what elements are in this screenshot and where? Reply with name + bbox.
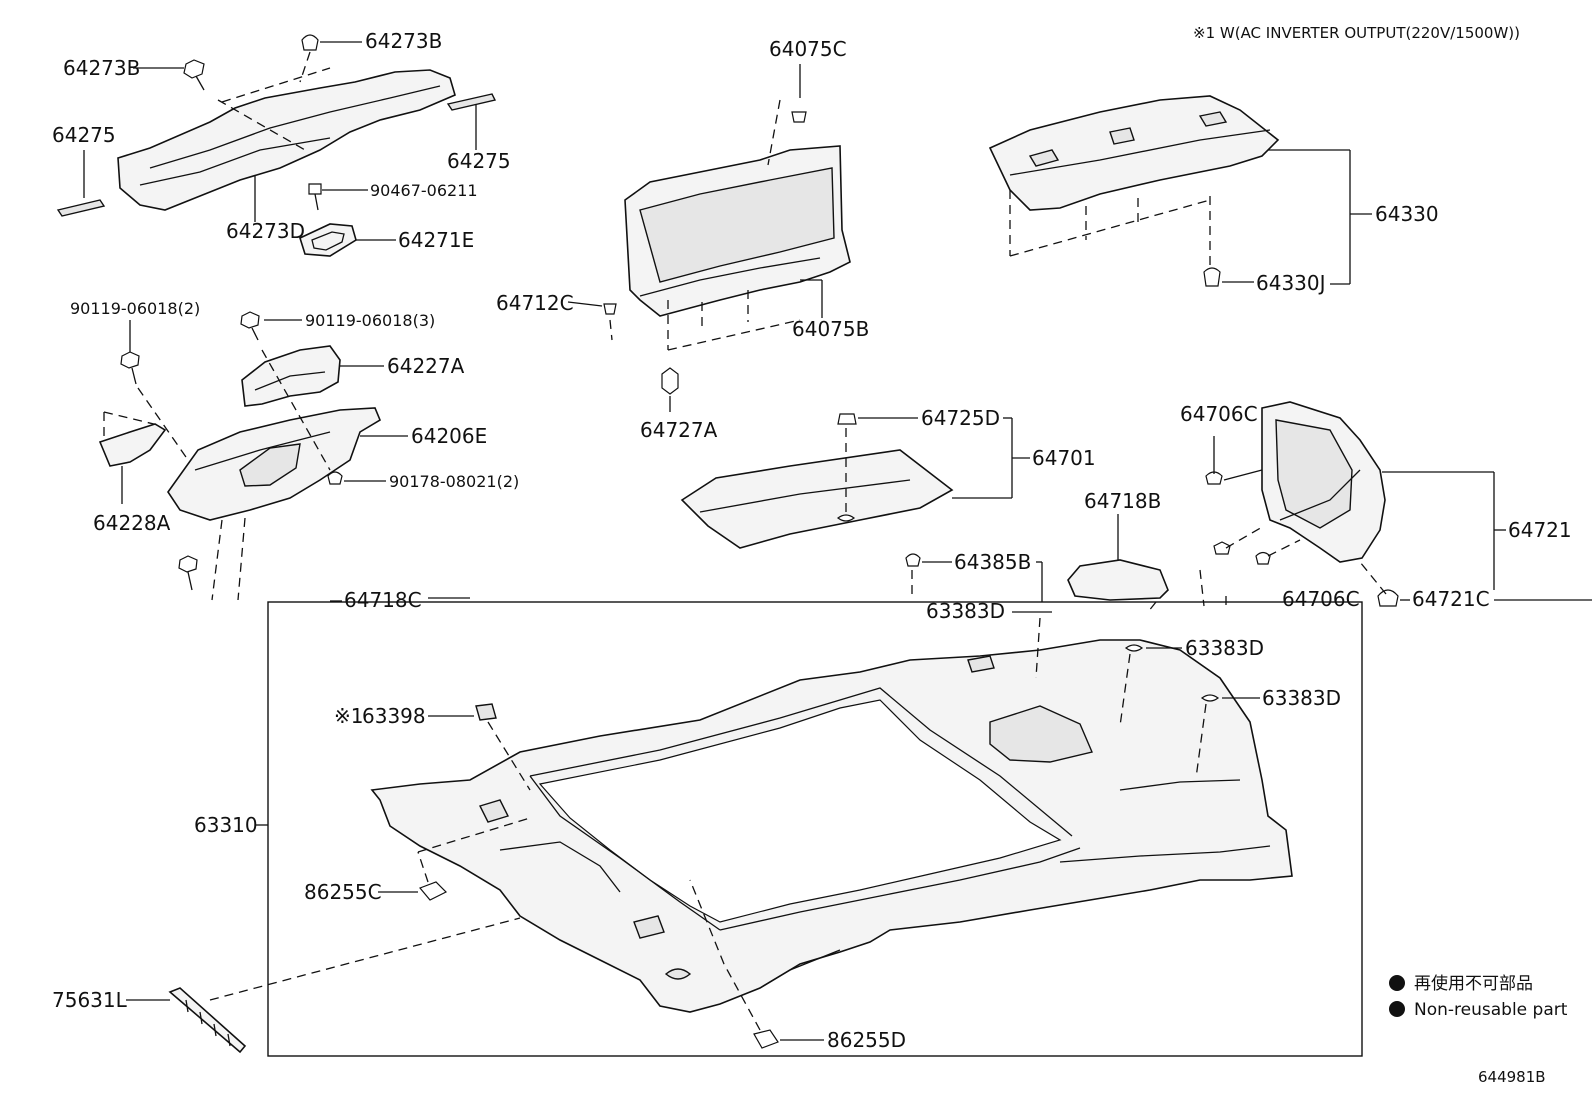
- group-64075B: 64075C 64712C 64075B 64727A: [496, 37, 869, 442]
- label-64385B: 64385B: [954, 550, 1031, 574]
- label-64275-right: 64275: [447, 149, 511, 173]
- group-64273D: 64273B 64273B 64275 64275 64273D 90467-0…: [52, 29, 511, 257]
- label-64718C: 64718C: [344, 588, 422, 612]
- inverter-note: ※1 W(AC INVERTER OUTPUT(220V/1500W)): [1193, 24, 1520, 42]
- label-64206E: 64206E: [411, 424, 487, 448]
- diagram-code: 644981B: [1478, 1068, 1546, 1086]
- label-63383D-mid: 63383D: [1185, 636, 1264, 660]
- group-64330: 64330 64330J: [988, 95, 1439, 295]
- group-64206E: 90119-06018(2) 90119-06018(3) 64227A 642…: [70, 299, 519, 601]
- legend-text-jp: 再使用不可部品: [1414, 973, 1533, 994]
- label-64275-left: 64275: [52, 123, 116, 147]
- label-64273D: 64273D: [226, 219, 305, 243]
- label-63398: 63398: [362, 704, 426, 728]
- label-90119-06018-3: 90119-06018(3): [305, 311, 435, 330]
- label-64228A: 64228A: [93, 511, 171, 535]
- group-64718B: 64718B 64385B: [905, 489, 1227, 613]
- label-64271E: 64271E: [398, 228, 474, 252]
- label-75631L: 75631L: [52, 988, 128, 1012]
- headliner-frame: [267, 601, 1363, 1057]
- group-64721: 64706C 64721 64721C 64706C: [1180, 401, 1592, 611]
- label-63383D-top: 63383D: [926, 599, 1005, 623]
- legend-bullet-jp: [1389, 975, 1405, 991]
- legend-text-en: Non-reusable part: [1414, 1000, 1568, 1020]
- label-64712C: 64712C: [496, 291, 574, 315]
- part-64701-shape: [680, 449, 954, 549]
- group-64701: 64725D 64701: [680, 406, 1096, 549]
- label-63398-mark: ※1: [334, 704, 363, 728]
- part-64718B-shape: [1067, 559, 1169, 601]
- label-64273B-left: 64273B: [63, 56, 140, 80]
- label-64330J: 64330J: [1256, 271, 1326, 295]
- label-64718B: 64718B: [1084, 489, 1161, 513]
- label-64330: 64330: [1375, 202, 1439, 226]
- legend: 再使用不可部品 Non-reusable part: [1389, 973, 1568, 1020]
- label-64725D: 64725D: [921, 406, 1000, 430]
- label-90178-08021-2: 90178-08021(2): [389, 472, 519, 491]
- label-64706C-top: 64706C: [1180, 402, 1258, 426]
- label-63310: 63310: [194, 813, 258, 837]
- label-64721C: 64721C: [1412, 587, 1490, 611]
- label-86255C: 86255C: [304, 880, 382, 904]
- label-90467-06211: 90467-06211: [370, 181, 478, 200]
- group-63310: 64718C 63383D 63383D 63383D ※1: [194, 588, 1363, 1057]
- label-86255D: 86255D: [827, 1028, 906, 1052]
- label-90119-06018-2: 90119-06018(2): [70, 299, 200, 318]
- label-64706C-bottom: 64706C: [1282, 587, 1360, 611]
- label-64273B-top: 64273B: [365, 29, 442, 53]
- label-64721: 64721: [1508, 518, 1572, 542]
- part-75631L-shape: [168, 987, 247, 1054]
- label-64075C: 64075C: [769, 37, 847, 61]
- label-64701: 64701: [1032, 446, 1096, 470]
- label-64227A: 64227A: [387, 354, 465, 378]
- label-63383D-right: 63383D: [1262, 686, 1341, 710]
- label-64075B: 64075B: [792, 317, 869, 341]
- group-75631L: 75631L: [52, 987, 247, 1054]
- legend-bullet-en: [1389, 1001, 1405, 1017]
- label-64727A: 64727A: [640, 418, 718, 442]
